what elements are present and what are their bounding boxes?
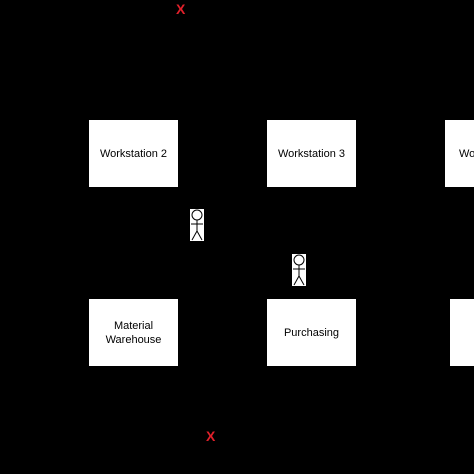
x-marker-top: X (176, 1, 186, 17)
workstation-3-box[interactable]: Workstation 3 (267, 120, 356, 187)
purchasing-box[interactable]: Purchasing (267, 299, 356, 366)
x-marker-bottom: X (206, 428, 216, 444)
workstation-3-label: Workstation 3 (277, 147, 346, 160)
person-icon (189, 208, 205, 242)
person-icon (291, 253, 307, 287)
right-edge-box[interactable] (450, 299, 474, 366)
purchasing-label: Purchasing (283, 326, 340, 339)
workstation-2-label: Workstation 2 (99, 147, 168, 160)
material-warehouse-label: Material Warehouse (105, 319, 162, 346)
material-warehouse-box[interactable]: Material Warehouse (89, 299, 178, 366)
workstation-4-box[interactable]: Wo (445, 120, 474, 187)
workstation-4-label: Wo (459, 147, 474, 160)
workstation-2-box[interactable]: Workstation 2 (89, 120, 178, 187)
